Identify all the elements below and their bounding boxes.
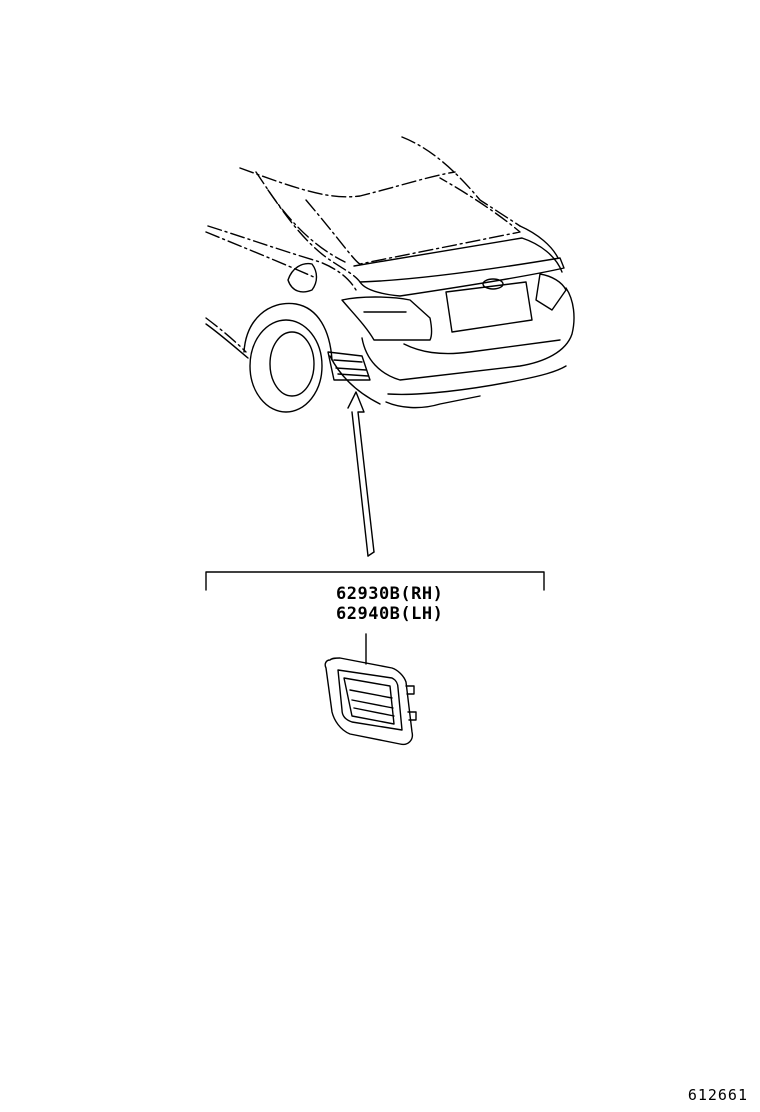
- grille-outer-frame: [324, 657, 414, 746]
- rear-wheel: [249, 319, 323, 413]
- bumper-lower-line: [387, 365, 567, 396]
- rear-bumper: [361, 287, 575, 381]
- door-line: [205, 317, 247, 353]
- roof-line: [239, 167, 456, 198]
- grille-clip-bottom: [407, 711, 417, 721]
- grille-slat-2: [351, 699, 394, 709]
- bumper-vent-slat-1: [333, 359, 363, 363]
- fuel-door: [287, 262, 318, 293]
- trunk-top: [353, 237, 563, 273]
- grille-inner-frame: [337, 669, 403, 731]
- body-side-lower: [205, 231, 317, 279]
- grille-slat-3: [353, 707, 395, 717]
- grille-opening: [343, 677, 395, 725]
- car-rear-illustration: [205, 136, 575, 413]
- c-pillar: [255, 171, 361, 283]
- c-pillar-inner: [267, 189, 346, 263]
- roof-line-2: [401, 136, 521, 227]
- part-number-rh: 62930B(RH): [336, 584, 444, 604]
- trunk-lid: [359, 257, 565, 297]
- leader-arrow: [347, 391, 375, 557]
- taillight-left: [341, 296, 433, 341]
- bumper-side: [329, 355, 381, 405]
- taillight-right: [535, 273, 567, 311]
- license-plate-recess: [445, 281, 533, 333]
- rear-window: [305, 177, 521, 265]
- callout-bracket: [205, 571, 545, 591]
- wheel-arch: [243, 302, 333, 361]
- rear-wheel-inner: [269, 331, 315, 397]
- vent-grille-part: [324, 633, 417, 746]
- diagram-reference-id: 612661: [687, 1086, 748, 1104]
- grille-clip-top: [405, 685, 415, 695]
- bumper-vent-slat-3: [337, 373, 369, 377]
- part-number-lh: 62940B(LH): [336, 604, 444, 624]
- bumper-undertray: [385, 395, 481, 409]
- bumper-vent: [327, 351, 371, 381]
- body-side-upper: [207, 225, 357, 291]
- bumper-top-line: [403, 339, 561, 355]
- bumper-vent-slat-2: [335, 367, 367, 371]
- trunk-top-edge: [519, 225, 559, 259]
- sill-line: [205, 323, 249, 359]
- emblem: [482, 278, 504, 290]
- grille-slat-1: [349, 689, 393, 699]
